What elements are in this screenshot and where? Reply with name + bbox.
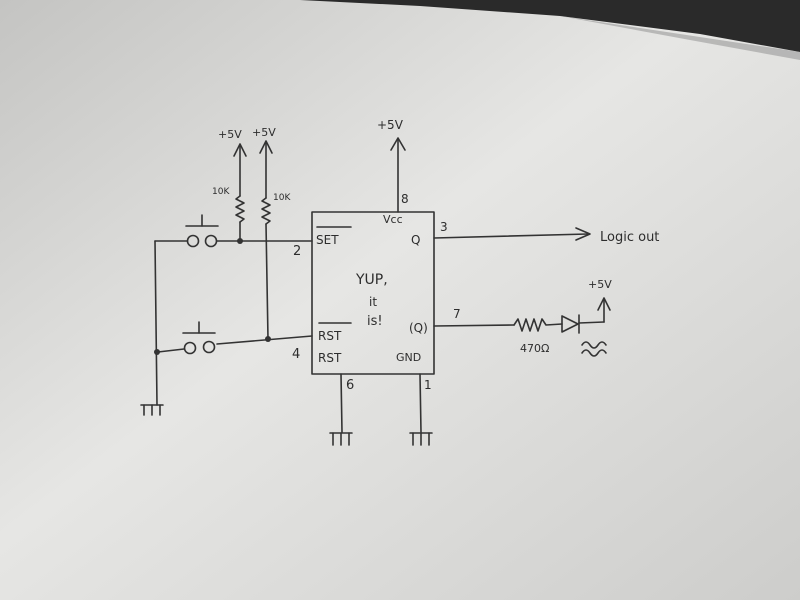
chip-note-line-2: it (369, 295, 377, 309)
chip-gnd-label: GND (396, 351, 421, 364)
led-supply-wire (578, 321, 605, 324)
rst-wire (216, 335, 313, 345)
left-ground-rail (154, 240, 158, 406)
vcc-arrow-icon (390, 137, 406, 151)
chip-note-line-1: YUP, (355, 272, 388, 288)
pullup-right-arrow-icon (259, 140, 273, 154)
pullup-right-wire-bottom (265, 223, 269, 340)
pin-6-label: 6 (346, 378, 354, 393)
set-button-contact-right (204, 234, 218, 248)
led-diode-icon (561, 315, 579, 333)
pullup-left-resistor-icon (235, 195, 245, 223)
junction-set (237, 238, 243, 244)
rst-button-contact-right (202, 340, 216, 354)
pin-3-label: 3 (440, 220, 448, 234)
chip-qbar-label: (Q) (409, 321, 428, 335)
led-supply-label: +5V (588, 278, 612, 291)
junction-ground (154, 349, 160, 355)
junction-rst (265, 336, 271, 342)
pullup-left-value-label: 10K (212, 187, 230, 197)
dark-object-edge (560, 16, 800, 60)
chip-set-label: SET (316, 233, 339, 247)
chip-note-line-3: is! (367, 314, 383, 329)
pin-4-label: 4 (292, 347, 300, 362)
pin-1-label: 1 (424, 378, 432, 392)
pin-2-label: 2 (293, 244, 301, 259)
led-supply-arrow-icon (597, 297, 611, 311)
pin-7-label: 7 (453, 307, 461, 321)
chip-reset-label: RST (318, 351, 342, 365)
vcc-supply-label: +5V (377, 118, 404, 132)
timer-chip-body (311, 211, 435, 375)
qbar-wire (433, 324, 515, 327)
logic-out-label: Logic out (600, 230, 659, 245)
led-resistor-icon (513, 318, 563, 332)
resistor-value-label: 470Ω (520, 342, 549, 355)
chip-rst-label: RST (318, 329, 342, 343)
chip-q-label: Q (411, 233, 420, 247)
led-light-squiggle-icon (581, 341, 607, 357)
pin-8-label: 8 (401, 192, 409, 206)
pullup-right-value-label: 10K (273, 193, 291, 203)
pullup-left-arrow-icon (233, 143, 247, 157)
dark-object-corner (300, 0, 800, 52)
rst-button-contact-left (183, 341, 197, 355)
pullup-left-supply-label: +5V (218, 128, 242, 141)
pullup-right-resistor-icon (261, 197, 271, 225)
rst-left-wire (157, 348, 185, 353)
q-output-arrow-icon (575, 227, 591, 241)
pullup-right-supply-label: +5V (252, 126, 276, 139)
chip-vcc-label: Vcc (383, 213, 403, 226)
pin1-wire (419, 373, 422, 433)
pin6-wire (340, 373, 343, 433)
q-output-wire (433, 233, 589, 239)
